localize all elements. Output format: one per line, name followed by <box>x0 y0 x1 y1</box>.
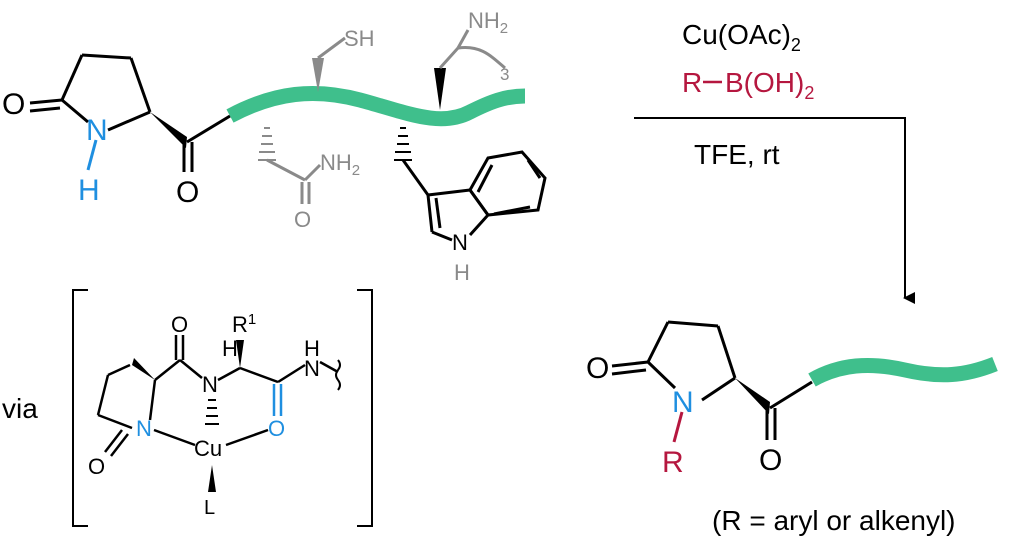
lys-amine-label: NH2 <box>468 8 508 37</box>
boronic-b: B(OH)2 <box>725 67 814 103</box>
starting-material: O N H O SH NH2 3 NH2 O N H <box>2 8 547 285</box>
reaction-conditions: Cu(OAc)2 R B(OH)2 TFE, rt <box>634 19 915 304</box>
start-ketone-bonds <box>182 114 231 172</box>
int-h: H <box>222 336 238 361</box>
product-ring <box>611 320 813 440</box>
product-wedge-bond <box>735 378 770 414</box>
product-ring-n: N <box>672 386 694 419</box>
int-nh-h: H <box>304 336 320 361</box>
product-lactam-o: O <box>586 352 609 385</box>
asn-bonds <box>266 158 322 204</box>
int-l: L <box>204 497 215 519</box>
product-peptide-chain <box>808 357 998 387</box>
start-nh-bond <box>86 139 98 171</box>
start-ketone-o: O <box>176 176 199 209</box>
indole-n: N <box>452 230 468 255</box>
asn-amide-o: O <box>294 207 311 232</box>
int-wedge-r1 <box>236 340 244 368</box>
lys-chain-subscript: 3 <box>500 65 509 84</box>
int-o-blue: O <box>268 416 285 441</box>
start-lactam-o: O <box>2 88 25 121</box>
lys-bonds <box>438 29 506 70</box>
product-r: R <box>662 446 684 479</box>
trp-hash-bond <box>394 127 412 161</box>
int-n-right: N <box>304 356 320 381</box>
boronic-r: R <box>682 67 702 98</box>
copper-intermediate: via <box>2 289 373 527</box>
int-cu: Cu <box>194 436 222 461</box>
reaction-arrow <box>634 117 915 304</box>
reagent-boronic-acid: R B(OH)2 <box>682 67 814 103</box>
product-caption: (R = aryl or alkenyl) <box>712 505 956 536</box>
start-pyroglutamate-ring <box>29 53 152 132</box>
asn-amide-label: NH2 <box>320 150 360 179</box>
lys-wedge-bond <box>434 68 446 110</box>
product: O N R O (R = aryl or alkenyl) <box>586 320 998 536</box>
reagent-copper-acetate: Cu(OAc)2 <box>682 19 801 55</box>
cys-thiol-label: SH <box>344 26 375 51</box>
start-peptide-chain <box>226 85 526 127</box>
start-wedge-bond <box>150 112 187 148</box>
int-r1: R1 <box>232 311 256 337</box>
int-n-center: N <box>202 372 218 397</box>
product-ketone-o: O <box>759 444 782 477</box>
product-nr-bond <box>672 411 684 443</box>
int-hash-n-cu <box>205 399 219 425</box>
int-wavy-bond <box>335 359 341 391</box>
int-n-ring: N <box>136 416 152 441</box>
indole-h: H <box>454 260 470 285</box>
asn-hash-bond <box>258 127 276 161</box>
start-ring-n: N <box>86 114 108 147</box>
int-wedge-l <box>208 465 216 492</box>
int-o-top: O <box>171 312 188 337</box>
conditions-solvent: TFE, rt <box>694 139 780 170</box>
indole-ring <box>401 150 547 242</box>
int-o-lactam: O <box>88 454 105 479</box>
cys-wedge-bond <box>312 58 324 92</box>
intermediate-bonds <box>96 335 339 457</box>
via-label: via <box>2 393 38 424</box>
bracket-left <box>72 289 88 527</box>
bracket-right <box>357 289 373 527</box>
start-nh-h: H <box>78 174 100 207</box>
int-blue-carbonyl <box>272 384 283 416</box>
int-wedge-ring <box>132 358 155 380</box>
